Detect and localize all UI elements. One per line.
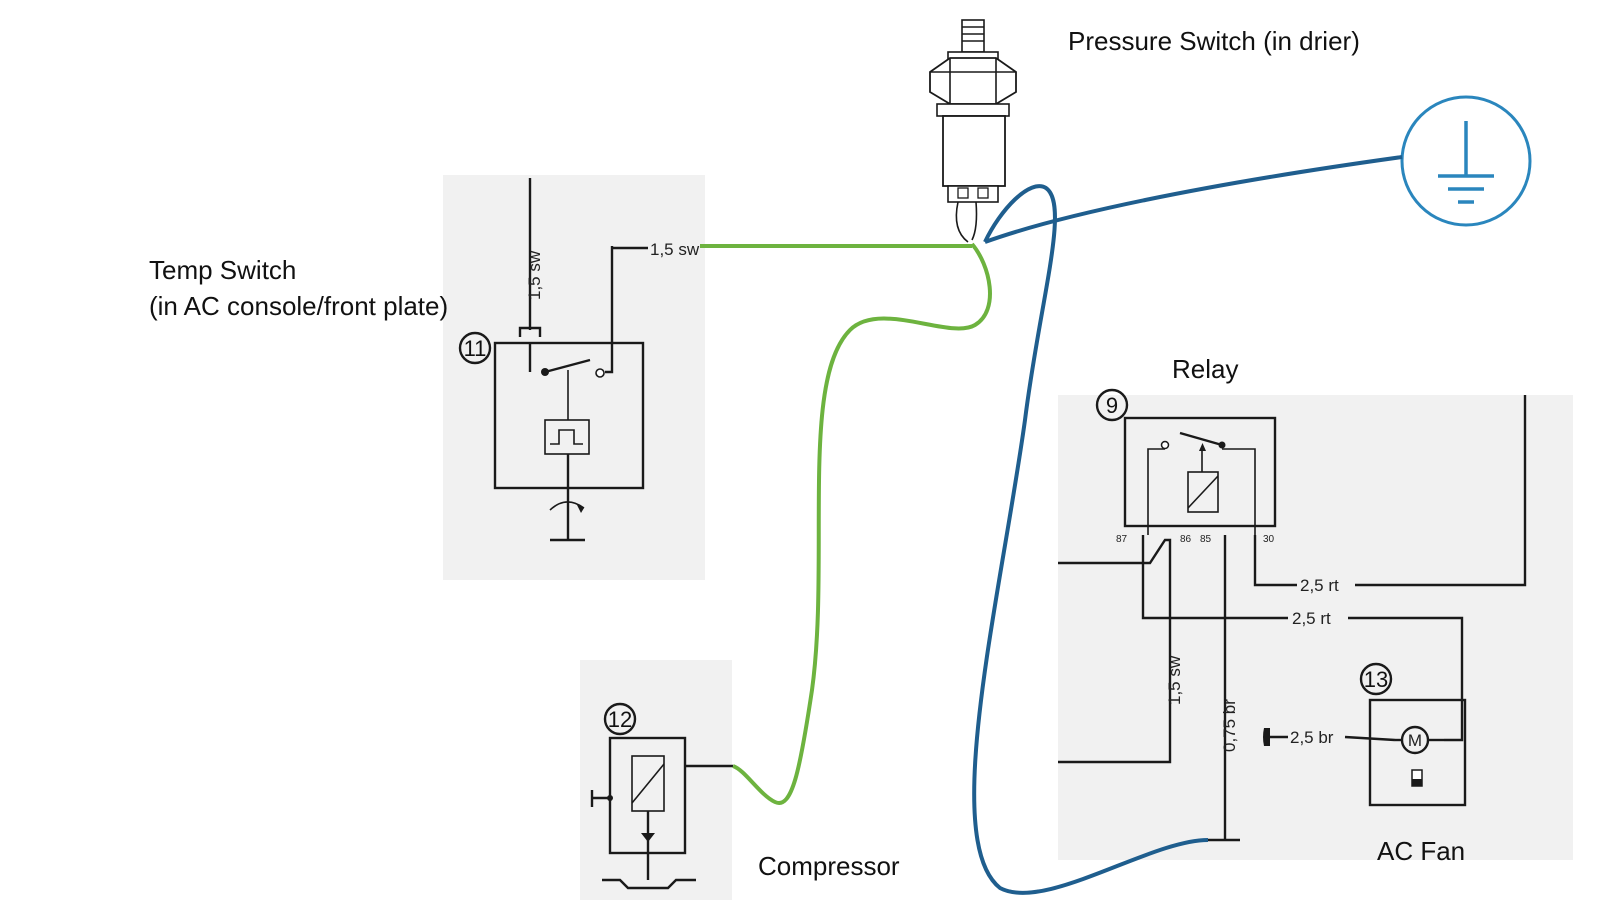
relay-label: Relay xyxy=(1172,354,1238,384)
relay-number: 9 xyxy=(1106,393,1118,418)
temp-switch-scan-bg xyxy=(443,175,705,580)
pressure-switch-label: Pressure Switch (in drier) xyxy=(1068,26,1360,56)
ac-fan-number: 13 xyxy=(1364,667,1388,692)
temp-switch-wire-label-vertical: 1,5 sw xyxy=(525,250,544,300)
relay-wire-label-25rt-bottom: 2,5 rt xyxy=(1292,609,1331,628)
ac-fan-box xyxy=(1368,698,1467,807)
compressor-panel: 12 xyxy=(580,660,733,900)
compressor-label: Compressor xyxy=(758,851,900,881)
ac-fan-number-circle xyxy=(1359,662,1393,696)
compressor-scan-bg xyxy=(580,660,732,900)
relay-number-circle xyxy=(1095,388,1129,422)
relay-pin-85: 85 xyxy=(1200,534,1212,545)
temp-switch-wire-label-horizontal: 1,5 sw xyxy=(650,240,700,259)
relay-pin-87: 87 xyxy=(1116,534,1128,545)
temp-switch-panel: 1,5 sw 1,5 sw 11 xyxy=(443,175,705,580)
temp-switch-label-line2: (in AC console/front plate) xyxy=(149,291,448,321)
temp-switch-label-line1: Temp Switch xyxy=(149,255,296,285)
pressure-switch-illustration xyxy=(929,19,1017,243)
blue-wire xyxy=(972,155,1403,895)
fan-motor-letter: M xyxy=(1408,731,1422,750)
ground-icon xyxy=(1400,95,1532,227)
relay-fan-panel: 9 87 86 85 30 2,5 rt 2,5 rt 1,5 sw 0,75 … xyxy=(1058,388,1573,860)
compressor-number: 12 xyxy=(608,707,632,732)
relay-fan-scan-bg xyxy=(1058,395,1573,860)
relay-box xyxy=(1123,416,1277,528)
ac-fan-label: AC Fan xyxy=(1377,836,1465,866)
relay-pin-86: 86 xyxy=(1180,534,1192,545)
relay-wire-label-15sw: 1,5 sw xyxy=(1165,655,1184,705)
relay-pin-30: 30 xyxy=(1263,534,1275,545)
green-wire xyxy=(700,242,992,805)
relay-wire-label-25rt-top: 2,5 rt xyxy=(1300,576,1339,595)
fan-wire-label-25br: 2,5 br xyxy=(1290,728,1334,747)
temp-switch-number: 11 xyxy=(464,336,487,361)
compressor-number-circle xyxy=(603,702,637,736)
temp-switch-number-circle xyxy=(458,331,492,365)
relay-wire-label-075br: 0,75 br xyxy=(1220,699,1239,752)
